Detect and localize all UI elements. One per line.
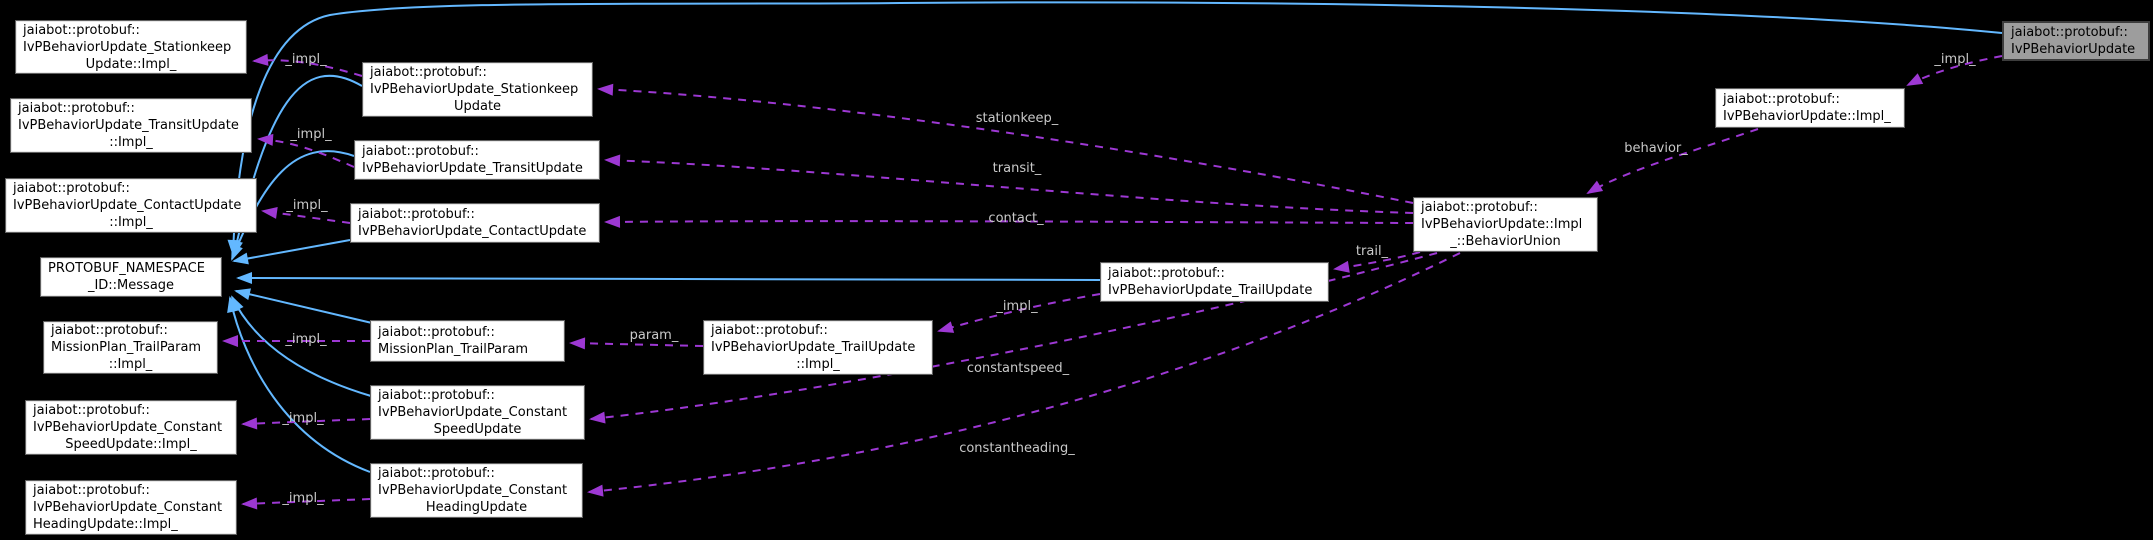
class-node-constantheadingupdate-impl[interactable]: jaiabot::protobuf::IvPBehaviorUpdate_Con… <box>25 480 237 535</box>
edge-inherit-ivpbehaviorupdate <box>227 1 2003 256</box>
edge-label-param: param_ <box>629 328 679 343</box>
class-node-behaviorunion[interactable]: jaiabot::protobuf::IvPBehaviorUpdate::Im… <box>1413 197 1598 252</box>
edge-label-constantspeed: constantspeed_ <box>966 361 1070 376</box>
edge-label-impl-trailupdate: _impl_ <box>996 299 1038 314</box>
edge-usage-behavior <box>1586 128 1759 195</box>
class-node-transitupdate-impl[interactable]: jaiabot::protobuf::IvPBehaviorUpdate_Tra… <box>10 98 252 153</box>
edge-inherit-constantspeedupdate <box>231 295 372 397</box>
class-node-constantspeedupdate[interactable]: jaiabot::protobuf::IvPBehaviorUpdate_Con… <box>370 385 585 440</box>
edge-usage-impl-ivpbehaviorupdate <box>1906 55 2003 86</box>
edge-label-impl-trailparam: _impl_ <box>285 332 327 347</box>
class-node-ivpbehaviorupdate[interactable]: jaiabot::protobuf::IvPBehaviorUpdate <box>2002 21 2150 61</box>
class-node-trailupdate[interactable]: jaiabot::protobuf::IvPBehaviorUpdate_Tra… <box>1100 262 1329 302</box>
class-node-protobuf-message[interactable]: PROTOBUF_NAMESPACE_ID::Message <box>40 257 222 297</box>
class-node-ivpbehaviorupdate-impl[interactable]: jaiabot::protobuf::IvPBehaviorUpdate::Im… <box>1715 88 1905 128</box>
class-node-trailparam[interactable]: jaiabot::protobuf::MissionPlan_TrailPara… <box>370 320 565 362</box>
edge-label-contact: contact_ <box>988 211 1044 226</box>
edge-inherit-trailupdate <box>236 272 1101 285</box>
edge-usage-impl-constantspeed <box>241 417 371 430</box>
edge-label-transit: transit_ <box>992 161 1042 176</box>
edge-label-impl-transit: _impl_ <box>290 127 332 142</box>
edge-label-constantheading: constantheading_ <box>959 441 1075 456</box>
edge-usage-param <box>569 337 704 350</box>
edge-usage-impl-trailupdate <box>937 293 1101 333</box>
class-node-contactupdate-impl[interactable]: jaiabot::protobuf::IvPBehaviorUpdate_Con… <box>5 178 257 233</box>
edge-usage-contact <box>604 215 1414 228</box>
edge-label-impl-ivpbehaviorupdate: _impl_ <box>1934 52 1976 67</box>
edge-usage-impl-transit <box>257 133 355 168</box>
edge-usage-transit <box>604 154 1414 214</box>
edge-inherit-transitupdate <box>231 150 355 261</box>
edge-label-behavior: behavior_ <box>1624 141 1688 156</box>
class-node-trailparam-impl[interactable]: jaiabot::protobuf::MissionPlan_TrailPara… <box>43 321 218 374</box>
edge-label-impl-contact: _impl_ <box>286 198 328 213</box>
class-node-stationkeepupdate[interactable]: jaiabot::protobuf::IvPBehaviorUpdate_Sta… <box>362 62 593 117</box>
class-node-transitupdate[interactable]: jaiabot::protobuf::IvPBehaviorUpdate_Tra… <box>354 140 600 180</box>
edge-inherit-constantheadingupdate <box>227 296 371 473</box>
edge-label-impl-stationkeep: _impl_ <box>285 52 327 67</box>
class-node-contactupdate[interactable]: jaiabot::protobuf::IvPBehaviorUpdate_Con… <box>350 203 600 243</box>
class-node-constantspeedupdate-impl[interactable]: jaiabot::protobuf::IvPBehaviorUpdate_Con… <box>25 400 237 455</box>
class-node-constantheadingupdate[interactable]: jaiabot::protobuf::IvPBehaviorUpdate_Con… <box>370 463 583 518</box>
edge-label-stationkeep: stationkeep_ <box>975 111 1059 126</box>
class-node-stationkeepupdate-impl[interactable]: jaiabot::protobuf::IvPBehaviorUpdate_Sta… <box>15 20 247 74</box>
edge-usage-stationkeep <box>597 83 1414 204</box>
edge-label-impl-constantspeed: _impl_ <box>282 411 324 426</box>
edge-label-trail: trail_ <box>1355 244 1389 259</box>
class-node-trailupdate-impl[interactable]: jaiabot::protobuf::IvPBehaviorUpdate_Tra… <box>703 320 933 375</box>
edge-usage-constantheading <box>587 252 1461 497</box>
edge-usage-trail <box>1333 251 1421 273</box>
edge-inherit-trailparam <box>234 288 373 324</box>
edge-usage-impl-constantheading <box>241 497 371 510</box>
edge-inherit-contactupdate <box>232 239 351 265</box>
edge-label-impl-constantheading: _impl_ <box>282 491 324 506</box>
